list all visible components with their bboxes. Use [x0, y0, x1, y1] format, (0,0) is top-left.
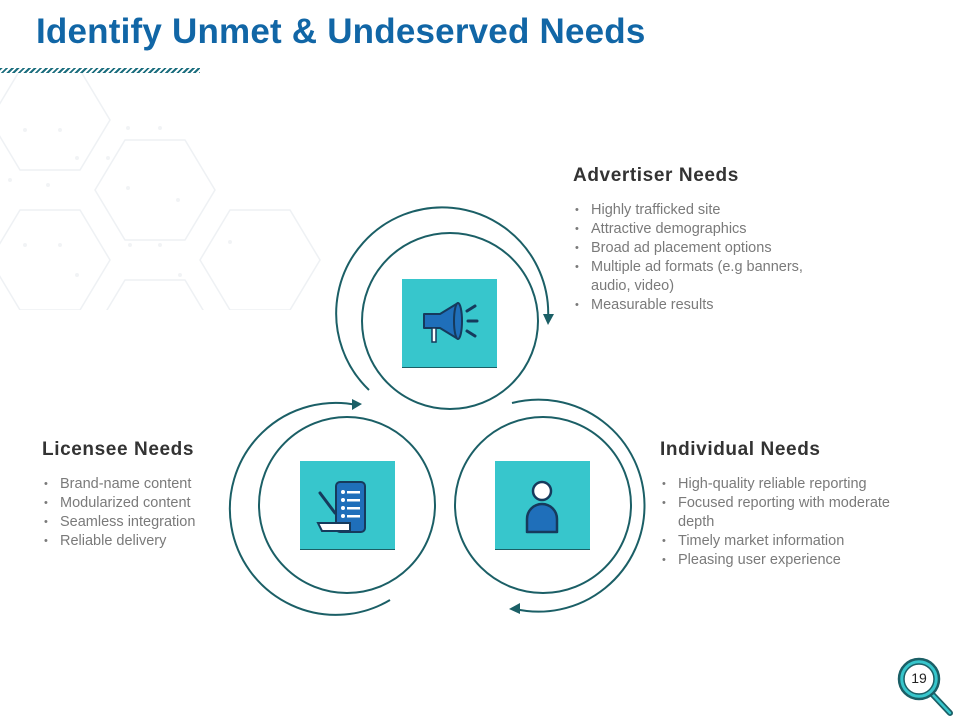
individual-needs-block: Individual Needs High-quality reliable r…: [660, 439, 925, 570]
list-item: Highly trafficked site: [573, 201, 833, 220]
page-title: Identify Unmet & Undeserved Needs: [36, 12, 646, 51]
advertiser-arrowhead: [543, 314, 554, 325]
list-item: Modularized content: [42, 494, 242, 513]
individual-outer-arc: [511, 398, 646, 613]
licensee-needs-heading: Licensee Needs: [42, 439, 195, 460]
list-item: Multiple ad formats (e.g banners, audio,…: [573, 258, 833, 296]
list-item: Brand-name content: [42, 475, 242, 494]
advertiser-needs-list: Highly trafficked site Attractive demogr…: [573, 201, 833, 315]
individual-needs-list: High-quality reliable reporting Focused …: [660, 475, 925, 570]
list-item: Reliable delivery: [42, 532, 242, 551]
licensee-arrowhead: [352, 399, 362, 410]
user-icon: [525, 480, 559, 534]
licensee-needs-block: Licensee Needs Brand-name content Modula…: [42, 439, 242, 551]
licensee-inner-ring: [258, 416, 436, 594]
magnifier-icon: [897, 657, 953, 716]
list-item: Attractive demographics: [573, 220, 833, 239]
list-item: Focused reporting with moderate depth: [660, 494, 925, 532]
title-underline: [0, 68, 200, 73]
page-number: 19: [911, 670, 927, 686]
list-item: Measurable results: [573, 296, 833, 315]
individual-icon-tile: [495, 461, 590, 550]
list-item: Timely market information: [660, 532, 925, 551]
licensee-icon-tile: [300, 461, 395, 550]
checklist-icon: [316, 481, 366, 533]
advertiser-outer-arc: [335, 206, 550, 391]
advertiser-needs-block: Advertiser Needs Highly trafficked site …: [573, 165, 833, 315]
list-item: High-quality reliable reporting: [660, 475, 925, 494]
advertiser-inner-ring: [361, 232, 539, 410]
advertiser-icon-tile: [402, 279, 497, 368]
advertiser-needs-heading: Advertiser Needs: [573, 165, 739, 186]
individual-arrowhead: [509, 603, 520, 614]
hexagon-pattern-background: [0, 70, 321, 310]
list-item: Broad ad placement options: [573, 239, 833, 258]
list-item: Pleasing user experience: [660, 551, 925, 570]
individual-inner-ring: [454, 416, 632, 594]
individual-needs-heading: Individual Needs: [660, 439, 821, 460]
licensee-needs-list: Brand-name content Modularized content S…: [42, 475, 242, 551]
list-item: Seamless integration: [42, 513, 242, 532]
megaphone-icon: [423, 302, 479, 343]
